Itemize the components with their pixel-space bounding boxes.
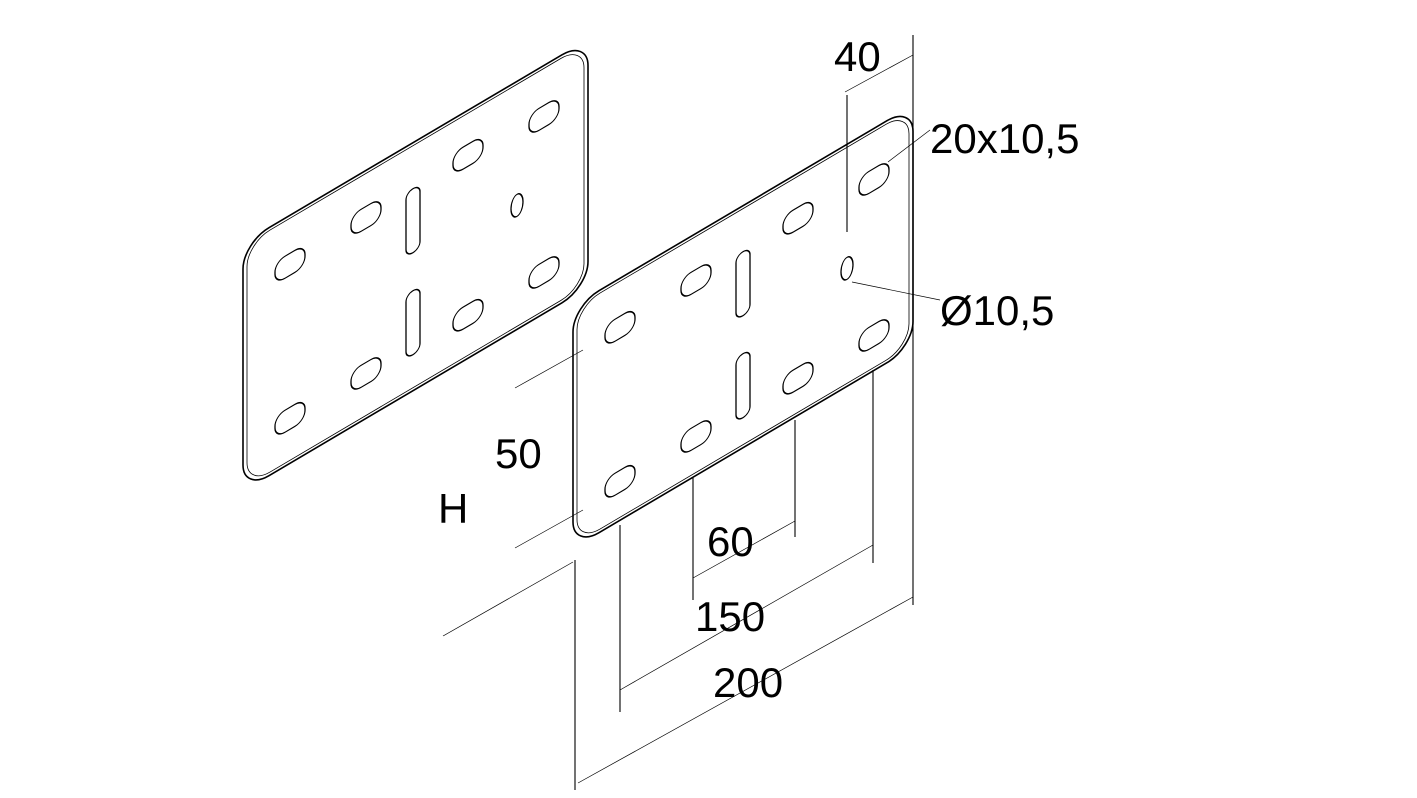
slot-size-label: 20x10,5 — [930, 115, 1080, 162]
dimension-h-label: H — [438, 485, 469, 532]
back-connector-plate — [243, 39, 588, 491]
dimension-60-label: 60 — [707, 518, 754, 565]
hole-diameter-label: Ø10,5 — [940, 287, 1055, 334]
dimension-50-label: 50 — [495, 430, 542, 477]
front-connector-plate — [573, 105, 913, 548]
dimension-lines — [442, 35, 941, 790]
dimension-200-label: 200 — [713, 659, 784, 706]
dimension-40-label: 40 — [834, 33, 881, 80]
dimension-150-label: 150 — [695, 593, 766, 640]
